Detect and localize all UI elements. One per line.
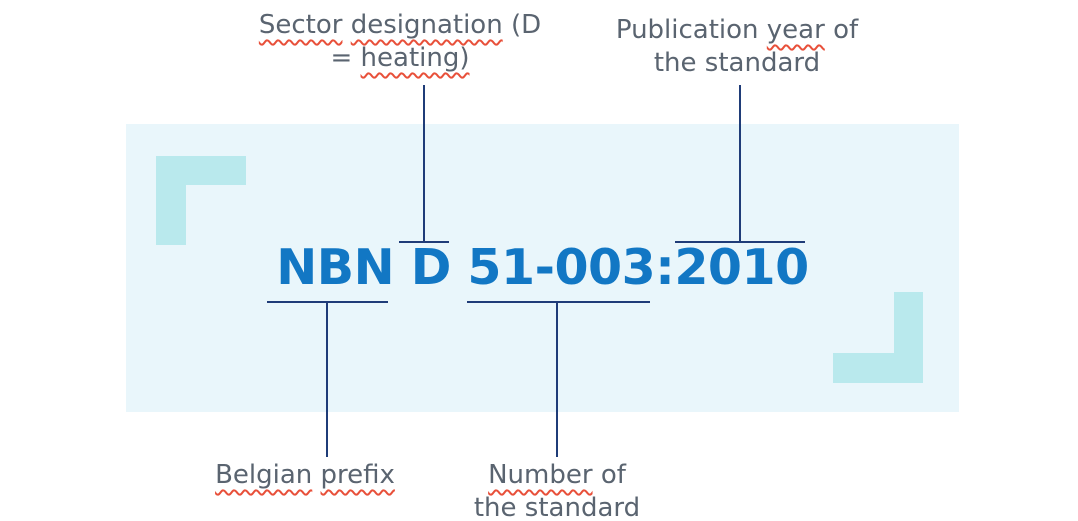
label-text: (D = (330, 10, 542, 73)
label-text: Publication (615, 15, 767, 45)
label-belgian-prefix: Belgian prefix (155, 459, 455, 492)
connector-number-horizontal (467, 301, 650, 303)
connector-prefix-vertical (326, 301, 328, 457)
corner-accent-bottom-right-icon (833, 292, 923, 383)
connector-year-horizontal (675, 241, 805, 243)
label-text (342, 10, 350, 40)
label-text (312, 460, 320, 490)
label-standard-number: Number of the standard (407, 459, 707, 521)
label-sector-designation: Sector designation (D = heating) (250, 9, 550, 75)
misspelled-word: Number (488, 460, 593, 490)
background-panel (126, 124, 959, 412)
misspelled-word: heating) (360, 43, 470, 73)
connector-year-vertical (739, 85, 741, 242)
connector-sector-vertical (423, 85, 425, 242)
standard-code: NBN D 51-003:2010 (276, 239, 809, 296)
connector-number-vertical (556, 301, 558, 457)
misspelled-word: year (766, 15, 825, 45)
misspelled-word: Belgian (215, 460, 313, 490)
label-publication-year: Publication year of the standard (587, 14, 887, 80)
misspelled-word: prefix (320, 460, 395, 490)
corner-accent-top-left-icon (156, 156, 246, 245)
misspelled-word: Sector (258, 10, 343, 40)
misspelled-word: designation (350, 10, 503, 40)
connector-sector-horizontal (399, 241, 449, 243)
label-text: of the standard (653, 15, 859, 78)
label-text: of the standard (473, 460, 641, 521)
